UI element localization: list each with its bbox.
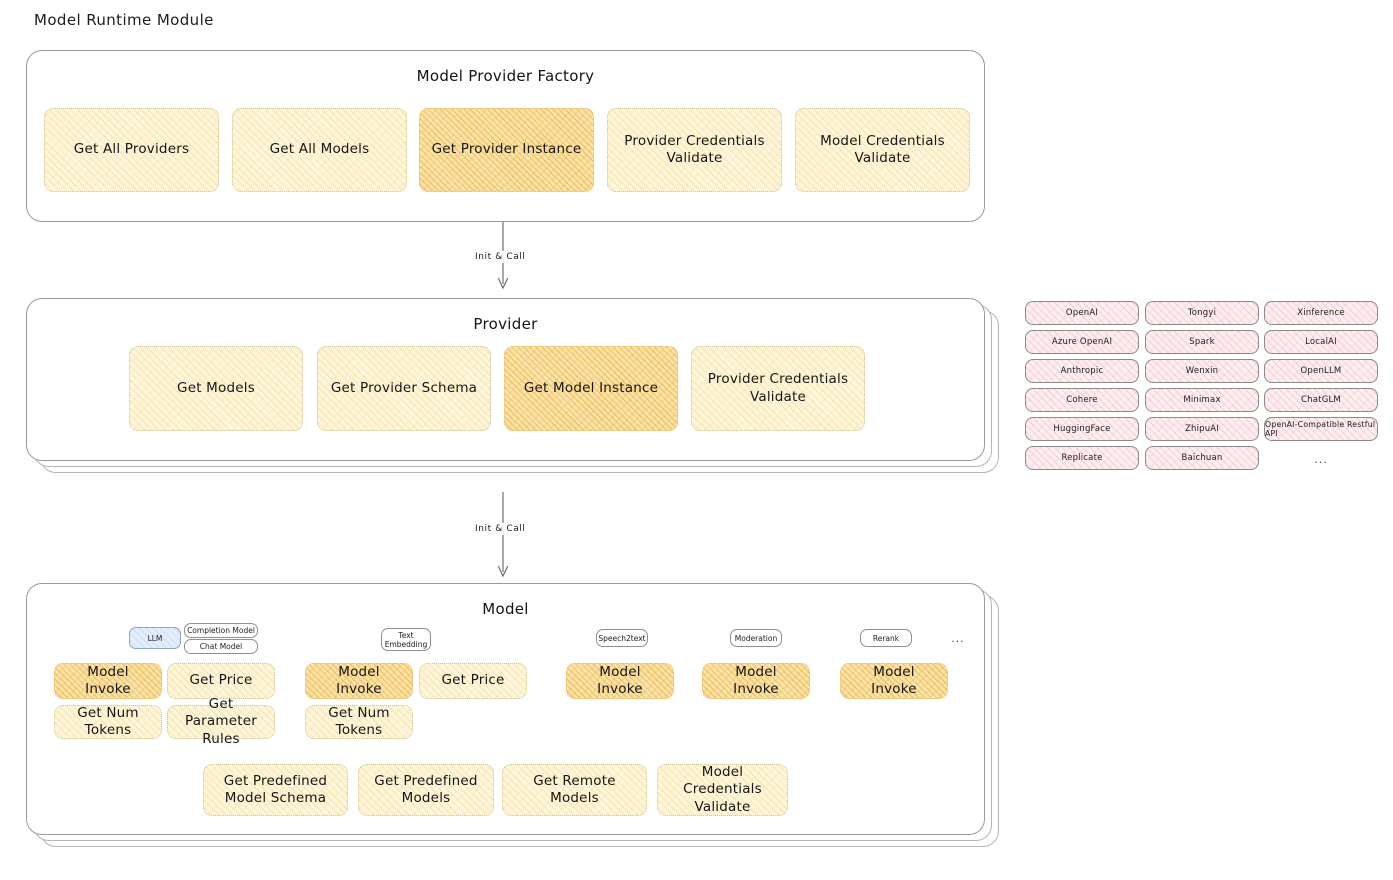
llm-node-get-price[interactable]: Get Price (167, 663, 275, 699)
provider-list-more-ellipsis: ... (1314, 452, 1328, 466)
provider-node-get-models[interactable]: Get Models (129, 346, 303, 431)
llm-node-get-parameter-rules[interactable]: Get Parameter Rules (167, 696, 275, 747)
model-type-badge-moderation[interactable]: Moderation (730, 629, 782, 647)
factory-node-get-all-models[interactable]: Get All Models (232, 108, 407, 192)
text-embedding-node-get-price[interactable]: Get Price (419, 663, 527, 699)
provider-chip-cohere[interactable]: Cohere (1025, 388, 1139, 412)
factory-node-provider-credentials-validate[interactable]: Provider Credentials Validate (607, 108, 782, 192)
factory-node-get-provider-instance[interactable]: Get Provider Instance (419, 108, 594, 192)
llm-node-model-invoke[interactable]: Model Invoke (54, 663, 162, 699)
provider-chip-openai[interactable]: OpenAI (1025, 301, 1139, 325)
model-node-get-remote-models[interactable]: Get Remote Models (502, 764, 647, 816)
arrow-label-init-and-call-2: Init & Call (471, 523, 530, 535)
provider-chip-zhipuai[interactable]: ZhipuAI (1145, 417, 1259, 441)
provider-chip-xinference[interactable]: Xinference (1264, 301, 1378, 325)
provider-chip-replicate[interactable]: Replicate (1025, 446, 1139, 470)
provider-chip-anthropic[interactable]: Anthropic (1025, 359, 1139, 383)
provider-chip-localai[interactable]: LocalAI (1264, 330, 1378, 354)
model-types-more-ellipsis: ... (951, 631, 965, 645)
provider-chip-wenxin[interactable]: Wenxin (1145, 359, 1259, 383)
text-embedding-node-model-invoke[interactable]: Model Invoke (305, 663, 413, 699)
provider-chip-azure-openai[interactable]: Azure OpenAI (1025, 330, 1139, 354)
rerank-node-model-invoke[interactable]: Model Invoke (840, 663, 948, 699)
provider-chip-huggingface[interactable]: HuggingFace (1025, 417, 1139, 441)
factory-node-model-credentials-validate[interactable]: Model Credentials Validate (795, 108, 970, 192)
provider-chip-openllm[interactable]: OpenLLM (1264, 359, 1378, 383)
provider-chip-minimax[interactable]: Minimax (1145, 388, 1259, 412)
arrow-provider-to-model (497, 492, 509, 578)
provider-chip-baichuan[interactable]: Baichuan (1145, 446, 1259, 470)
provider-chip-chatglm[interactable]: ChatGLM (1264, 388, 1378, 412)
provider-chip-openai-compatible-restful-api[interactable]: OpenAI-Compatible Restful API (1264, 417, 1378, 441)
speech2text-node-model-invoke[interactable]: Model Invoke (566, 663, 674, 699)
model-type-badge-llm[interactable]: LLM (129, 627, 181, 649)
model-subtype-badge-completion-model[interactable]: Completion Model (184, 623, 258, 638)
provider-title: Provider (473, 315, 538, 333)
arrow-label-init-and-call-1: Init & Call (471, 251, 530, 263)
model-type-badge-rerank[interactable]: Rerank (860, 629, 912, 647)
model-title: Model (482, 600, 529, 618)
text-embedding-node-get-num-tokens[interactable]: Get Num Tokens (305, 705, 413, 739)
model-provider-factory-title: Model Provider Factory (416, 67, 595, 85)
page-title: Model Runtime Module (34, 11, 214, 29)
model-type-badge-speech2text[interactable]: Speech2text (596, 629, 648, 647)
model-type-badge-text-embedding[interactable]: Text Embedding (381, 628, 431, 651)
model-subtype-badge-chat-model[interactable]: Chat Model (184, 639, 258, 654)
llm-node-get-num-tokens[interactable]: Get Num Tokens (54, 705, 162, 739)
model-node-get-predefined-models[interactable]: Get Predefined Models (358, 764, 494, 816)
provider-node-get-model-instance[interactable]: Get Model Instance (504, 346, 678, 431)
moderation-node-model-invoke[interactable]: Model Invoke (702, 663, 810, 699)
provider-chip-spark[interactable]: Spark (1145, 330, 1259, 354)
model-node-get-predefined-model-schema[interactable]: Get Predefined Model Schema (203, 764, 348, 816)
factory-node-get-all-providers[interactable]: Get All Providers (44, 108, 219, 192)
provider-chip-tongyi[interactable]: Tongyi (1145, 301, 1259, 325)
model-node-model-credentials-validate[interactable]: Model Credentials Validate (657, 764, 788, 816)
provider-node-provider-credentials-validate[interactable]: Provider Credentials Validate (691, 346, 865, 431)
provider-node-get-provider-schema[interactable]: Get Provider Schema (317, 346, 491, 431)
